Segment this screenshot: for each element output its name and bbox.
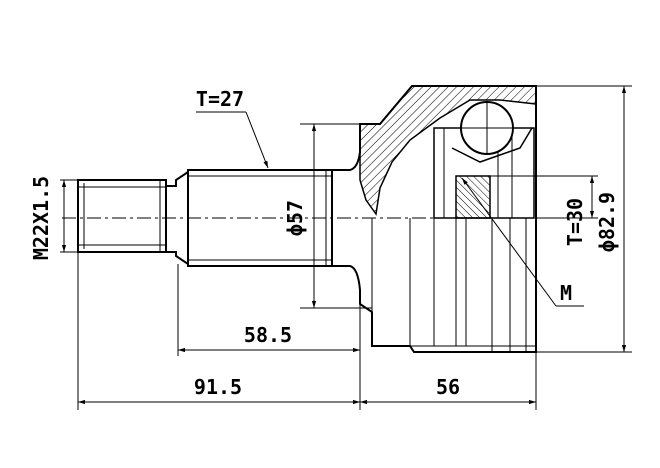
label-spline-t: T=27 (196, 87, 244, 111)
label-ring: M (560, 281, 572, 305)
dim-spline-leader (196, 111, 269, 169)
dim-ring-leader (461, 177, 584, 307)
label-thread: M22X1.5 (29, 176, 53, 260)
label-inner-t: T=30 (563, 198, 587, 246)
dim-inner-t (462, 175, 598, 219)
ball-bearing (451, 101, 533, 163)
dim-bell-dia (536, 85, 632, 353)
label-shaft-dia: ϕ57 (283, 200, 307, 236)
label-total-length: 91.5 (194, 375, 242, 399)
splined-shaft (187, 169, 333, 267)
bell-hatch (359, 85, 537, 216)
dim-thread (60, 179, 78, 253)
dim-bell-length (360, 352, 537, 410)
dim-inner-length (177, 264, 361, 356)
label-inner-length: 58.5 (244, 323, 292, 347)
bell-body (371, 218, 536, 352)
label-bell-dia: ϕ82.9 (595, 192, 619, 252)
thread-stub (77, 179, 167, 253)
label-bell-length: 56 (436, 375, 460, 399)
